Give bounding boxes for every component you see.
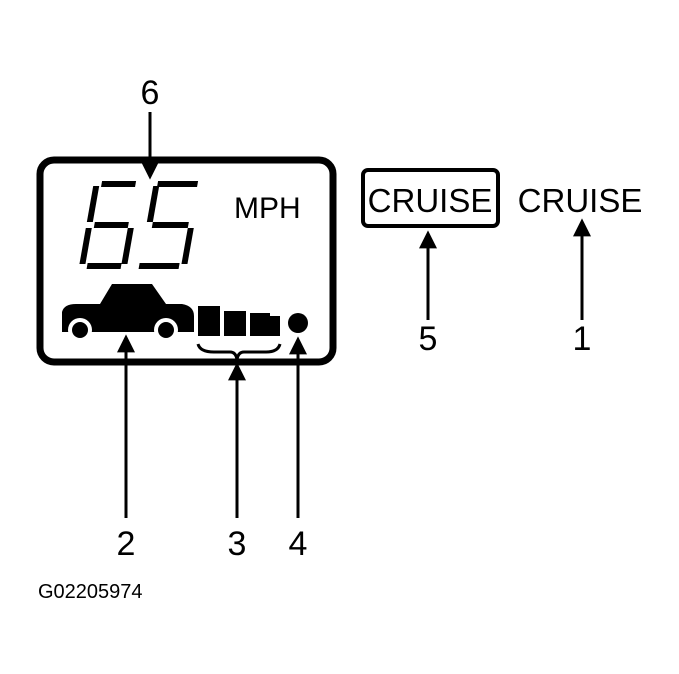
indicator-dot <box>288 313 308 333</box>
cruise-boxed-label: CRUISE <box>368 182 493 219</box>
figure-id: G02205974 <box>38 581 143 603</box>
cruise-plain-label: CRUISE <box>518 182 643 219</box>
callout-1-label: 1 <box>573 320 592 358</box>
callout-5-label: 5 <box>419 320 438 358</box>
callout-3-label: 3 <box>228 525 247 563</box>
distance-bars-icon <box>198 306 280 336</box>
callout-4-label: 4 <box>289 525 308 563</box>
bars-brace <box>196 343 282 361</box>
cruise-boxed-frame <box>361 168 500 228</box>
callout-6-label: 6 <box>141 74 160 112</box>
callout-2-label: 2 <box>117 525 136 563</box>
car-icon <box>62 284 194 342</box>
speed-unit: MPH <box>234 192 301 225</box>
speed-value: 65 <box>150 235 188 273</box>
speed-digits-graphic <box>79 181 199 269</box>
display-frame <box>36 156 337 366</box>
